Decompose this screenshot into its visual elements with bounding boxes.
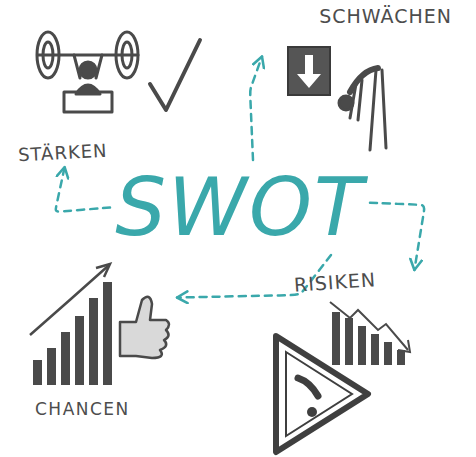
warning-triangle-inner — [286, 352, 352, 436]
node-label: SCHWÄCHEN — [319, 6, 452, 27]
tired-person — [339, 68, 386, 150]
person-legs — [370, 70, 386, 150]
weakness-node: SCHWÄCHEN — [262, 4, 458, 154]
opportunity-node: CHANCEN — [25, 255, 177, 425]
dashed-arrow — [56, 167, 110, 212]
exclamation-dot — [307, 407, 317, 417]
barbell-plate — [37, 32, 59, 78]
check-mark — [150, 40, 200, 110]
dashed-arrow — [370, 203, 424, 270]
down-arrow-box — [288, 47, 330, 95]
node-label: CHANCEN — [35, 400, 130, 419]
barbell-plate — [116, 32, 138, 78]
lifter-arms — [74, 55, 102, 78]
node-label: SWOT — [115, 164, 365, 252]
barbell-plate — [43, 42, 53, 68]
strength-node: STÄRKEN — [12, 25, 207, 167]
node-label: STÄRKEN — [18, 141, 108, 165]
falling-arrow-head — [398, 340, 410, 352]
risk-sketch — [276, 302, 410, 452]
dashed-arrow — [250, 57, 262, 161]
risk-node: RISIKEN — [270, 270, 422, 455]
person-arms — [350, 80, 362, 120]
down-arrow — [297, 55, 321, 88]
falling-arrow — [330, 302, 408, 350]
rising-arrow — [30, 266, 108, 335]
lifter-podium — [64, 92, 112, 112]
swot-title-node: SWOT — [110, 160, 370, 255]
weightlifter-sketch — [37, 32, 200, 112]
rising-arrow-head — [96, 264, 110, 277]
node-label: RISIKEN — [293, 269, 376, 296]
opportunity-sketch — [30, 264, 169, 385]
barbell-plate — [122, 42, 132, 68]
warning-triangle — [276, 336, 368, 452]
exclamation-bar — [298, 378, 318, 396]
weakness-sketch — [288, 47, 386, 150]
thumbs-up — [120, 297, 169, 358]
lifter-head — [80, 62, 96, 78]
